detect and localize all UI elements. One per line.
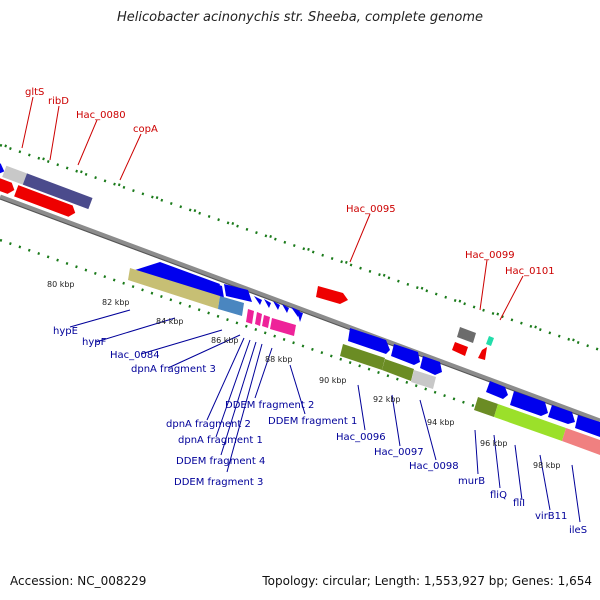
gene-label-Hac_0098: Hac_0098	[409, 461, 459, 472]
gene-Hac_0099	[457, 327, 476, 343]
genome-backbone	[0, 194, 600, 424]
gene-label-dpnA-fragment-3: dpnA fragment 3	[131, 364, 216, 375]
gene-red-3	[0, 177, 15, 194]
gene-murB	[486, 381, 508, 399]
reverse-leaders	[69, 309, 581, 523]
scale-label: 92 kbp	[373, 395, 401, 404]
gene-label-Hac_0095: Hac_0095	[346, 204, 396, 215]
gene-label-gltS: gltS	[25, 87, 44, 98]
gene-label-dpnA-fragment-1: dpnA fragment 1	[178, 435, 263, 446]
gene-Hac_0080	[2, 165, 27, 185]
gene-label-Hac_0097: Hac_0097	[374, 447, 424, 458]
scale-label: 82 kbp	[102, 298, 130, 307]
gene-label-Hac_0080: Hac_0080	[76, 110, 126, 121]
gene-label-Hac_0096: Hac_0096	[336, 432, 386, 443]
gene-khaki	[128, 268, 220, 309]
gene-olive-3	[474, 397, 498, 417]
gene-virB11-blue	[575, 415, 600, 437]
scale-label: 86 kbp	[211, 336, 239, 345]
gene-copA	[22, 173, 93, 210]
gene-olive-2	[382, 359, 414, 381]
forward-leaders	[21, 96, 524, 321]
accession-text: Accession: NC_008229	[10, 574, 147, 588]
forward-features	[0, 155, 494, 360]
scale-label: 84 kbp	[156, 317, 184, 326]
gene-label-fliQ: fliQ	[490, 490, 507, 501]
scale-label: 80 kbp	[47, 280, 75, 289]
gene-olive-1	[340, 344, 385, 370]
gene-blue-a	[224, 284, 252, 302]
gene-label-ileS: ileS	[569, 525, 587, 536]
gene-fliQ-blue	[510, 391, 548, 416]
gene-label-fliI: fliI	[513, 498, 525, 509]
gene-label-ribD: ribD	[48, 96, 69, 107]
gene-fliI-blue	[548, 405, 575, 424]
magenta-fragments	[246, 309, 296, 336]
gene-label-DDEM-fragment-4: DDEM fragment 4	[176, 456, 265, 467]
gene-label-DDEM-fragment-3: DDEM fragment 3	[174, 477, 263, 488]
forward-labels: gltS ribD Hac_0080 copA Hac_0095 Hac_009…	[25, 87, 555, 277]
scale-label: 90 kbp	[319, 376, 347, 385]
gene-red-4	[14, 185, 76, 217]
gene-label-hypF: hypF	[82, 337, 107, 348]
gene-label-copA: copA	[133, 124, 158, 135]
map-title: Helicobacter acinonychis str. Sheeba, co…	[116, 10, 483, 25]
gene-hypF	[162, 265, 224, 298]
gene-aqua	[486, 336, 494, 346]
gene-label-Hac_0101: Hac_0101	[505, 266, 555, 277]
gene-label-DDEM-fragment-2: DDEM fragment 2	[225, 400, 314, 411]
scale-label: 94 kbp	[427, 418, 455, 427]
gene-Hac_0096	[348, 328, 390, 354]
gene-silver	[411, 370, 436, 389]
gene-label-Hac_0099: Hac_0099	[465, 250, 515, 261]
gene-Hac_0097	[391, 344, 420, 365]
gene-label-virB11: virB11	[535, 511, 567, 522]
small-blue-arrows	[254, 296, 303, 322]
reverse-features	[128, 262, 600, 455]
gene-steelblue	[218, 296, 244, 316]
topology-text: Topology: circular; Length: 1,553,927 bp…	[262, 574, 592, 588]
gene-lime	[494, 404, 566, 441]
scale-label: 96 kbp	[480, 439, 508, 448]
gene-label-hypE: hypE	[53, 326, 78, 337]
gene-label-murB: murB	[458, 476, 485, 487]
gene-label-DDEM-fragment-1: DDEM fragment 1	[268, 416, 357, 427]
reverse-labels: hypE hypF Hac_0084 dpnA fragment 3 dpnA …	[53, 326, 587, 536]
scale-label: 88 kbp	[265, 355, 293, 364]
gene-label-dpnA-fragment-2: dpnA fragment 2	[166, 419, 251, 430]
gene-Hac_0095	[316, 286, 348, 304]
gene-Hac_0101	[478, 347, 487, 360]
gene-red-small	[452, 342, 468, 356]
scale-labels: 80 kbp 82 kbp 84 kbp 86 kbp 88 kbp 90 kb…	[47, 280, 561, 470]
gene-label-Hac_0084: Hac_0084	[110, 350, 160, 361]
gene-Hac_0098	[420, 356, 442, 375]
scale-label: 98 kbp	[533, 461, 561, 470]
gene-pink	[562, 428, 600, 455]
